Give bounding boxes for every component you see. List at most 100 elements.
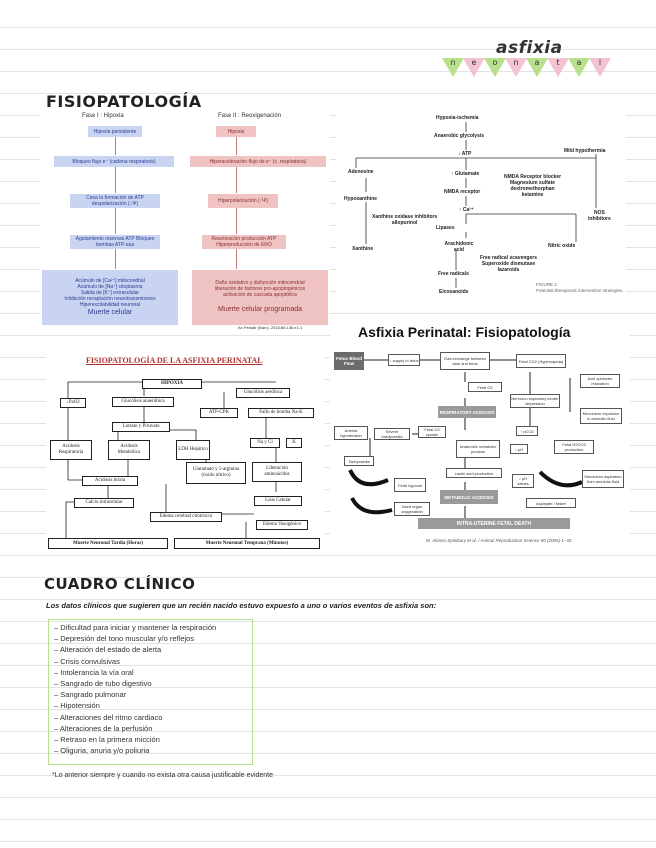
- f2-lipases: Lipases: [436, 225, 455, 231]
- nb-0: NMDA Receptor blocker: [504, 174, 562, 180]
- flag-letter: n: [505, 58, 527, 77]
- f2-calcium: ↑ Ca²⁺: [459, 207, 474, 213]
- f4-b5: RESPIRATORY ACIDOSIS: [438, 406, 496, 418]
- clinical-list: – Dificultad para iniciar y mantener la …: [48, 619, 253, 765]
- flag-letter-text: e: [471, 58, 477, 67]
- box-reactivacion: Reactivación producción ATP Hiperproducc…: [202, 235, 286, 249]
- flag-letter-text: t: [556, 58, 560, 67]
- f4-b0: ↓ supply to fetus: [388, 354, 420, 366]
- f2-glutamate: ↑ Glutamate: [451, 171, 480, 177]
- nb-2: dextromethorphan: [510, 186, 555, 192]
- f3-na-cl: Na y Cl: [250, 438, 280, 448]
- box-hiperpolarizacion: Hiperpolarización (↑Ψ): [208, 194, 278, 208]
- f3-ldh: LDH Hepático: [176, 440, 210, 460]
- f3-acidosis-mixta: Acidosis mixta: [82, 476, 138, 486]
- box-bloqueo-flujo: Bloqueo flujo e⁻ (cadena respiratoria): [54, 156, 174, 167]
- f2-xanthine: Xanthine: [352, 246, 374, 252]
- flag-letter-text: l: [598, 58, 602, 67]
- f3-edema-vaso: Edema Vasogénico: [256, 520, 308, 530]
- f4-b6: Nervous respiratory center depression: [510, 394, 560, 408]
- f3-atp-cpk: ATP-CPK: [200, 408, 238, 418]
- f3-muerte-temprana: Muerte Neuronal Temprana (Minutos): [174, 538, 320, 549]
- box-hiperaceleracion: Hiperaceleración flujo de e⁻ (c. respira…: [190, 156, 326, 167]
- nb-3: ketamine: [521, 192, 544, 198]
- cuadro-note: *Lo anterior siempre y cuando no exista …: [52, 772, 274, 779]
- rf-2: activación de cascada apoptótica: [223, 292, 297, 298]
- f2-xanthine-inhib: Xanthine oxidase inhibitors allopurinol: [372, 214, 437, 226]
- flag-letter: e: [463, 58, 485, 77]
- figure-asfixia-esquema: FISIOPATOLOGÍA DE LA ASFIXIA PERINATAL: [46, 352, 324, 552]
- nb-1: Magnesium sulfate: [510, 180, 556, 186]
- sc-1: Superoxide dismutase: [481, 261, 536, 267]
- f4-b20: Meconium aspiration from amniotic fluid: [582, 470, 624, 488]
- nos-0: NOS: [593, 210, 605, 216]
- f3-muerte-tardia: Muerte Neuronal Tardía (Horas): [48, 538, 168, 549]
- f2-arachidonic: Arachidonic acid: [444, 241, 474, 253]
- list-item: – Alteraciones de la perfusión: [54, 723, 153, 733]
- figure-asfixia-perinatal: Asfixia Perinatal: Fisiopatología: [330, 322, 630, 548]
- f4-b1: Gas exchange between dam and fetus: [440, 352, 490, 370]
- list-item: – Sangrado pulmonar: [54, 690, 127, 700]
- rf-bold: Muerte celular programada: [217, 306, 303, 313]
- flag-letter: t: [547, 58, 569, 77]
- f2-nitric-oxide: Nitric oxide: [548, 243, 576, 249]
- list-item: – Alteración del estado de alerta: [54, 645, 162, 655]
- arrow: [115, 167, 116, 193]
- f3-fallo-bomba: Fallo de bomba Na-K: [248, 408, 314, 418]
- xi-0: Xanthine oxidase inhibitors: [372, 214, 438, 220]
- flag-letter-text: o: [492, 58, 498, 67]
- f4-b22: Used organ oxygenation: [394, 502, 430, 516]
- section-title-cuadro: CUADRO CLÍNICO: [44, 575, 196, 593]
- f3-acidosis-met: Acidosis Metabólica: [108, 440, 150, 460]
- list-item: – Intolerancia la vía oral: [54, 667, 134, 677]
- arrow: [115, 208, 116, 234]
- arrow: [236, 167, 237, 193]
- f2-free-radicals: Free radicals: [438, 271, 469, 277]
- flag-letter: n: [442, 58, 464, 77]
- phase2-label: Fase II : Reoxigenación: [218, 113, 282, 119]
- f4-b21: Aspiryate / faster: [526, 498, 576, 508]
- flag-letter-text: n: [450, 58, 456, 67]
- f3-acidosis-resp: Acidosis Respiratoria: [50, 440, 92, 460]
- list-item: – Oliguria, anuria y/o poliuria: [54, 746, 150, 756]
- fig1-citation: An Pediatr (Barc). 2016;86:136.e1-1: [238, 325, 303, 330]
- flag-letter-text: a: [576, 58, 582, 67]
- f2-anaerobic: Anaerobic glycolysis: [434, 133, 485, 139]
- f4-b17: Fetal hypoxia: [394, 478, 426, 492]
- header-title: asfixia: [496, 38, 563, 58]
- list-item: – Hipotensión: [54, 701, 100, 711]
- f4-start: Fetus Blood Flow: [334, 352, 364, 370]
- f2-atp: ↓ ATP: [458, 151, 472, 157]
- f2-caption: FIGURE 2 Potential therapeutic intervent…: [536, 282, 624, 294]
- sc-2: lazaroids: [497, 267, 520, 273]
- lf-1: Acúmulo de [Na⁺] citoplasma: [77, 284, 143, 290]
- flag-letter: l: [589, 58, 611, 77]
- arrow: [115, 137, 116, 155]
- f3-edema-cit: Edema cerebral citotóxico: [150, 512, 222, 522]
- box-right-final: Daño oxidativo y disfunción mitocondrial…: [192, 270, 328, 325]
- figure-hypoxia-ischemia: Hypoxia-ischemia Anaerobic glycolysis ↓ …: [336, 110, 626, 306]
- f2-adenosine: Adenosine: [348, 169, 374, 175]
- arrow: [115, 249, 116, 269]
- f4-b10: Severe bradycardia: [374, 428, 410, 440]
- lf-2: Salida de [K⁺] extracelular: [80, 290, 140, 296]
- f4-b14: Fetal H2CO3 production: [554, 440, 594, 454]
- phase1-label: Fase I : Hipoxia: [82, 113, 124, 119]
- list-item: – Alteraciones del ritmo cardiaco: [54, 712, 163, 722]
- rf-0: Daño oxidativo y disfunción mitocondrial: [215, 280, 305, 286]
- lf-4: Hiperexcitabilidad neuronal: [79, 302, 141, 308]
- box-hipoxia: Hipoxia: [216, 126, 256, 137]
- f2-top: Hypoxia-ischemia: [436, 115, 479, 121]
- lf-0: Acúmulo de [Ca²⁺] mitocondrial: [75, 278, 145, 284]
- f2-nos: NOS inhibitors: [588, 210, 611, 222]
- nos-1: inhibitors: [588, 216, 611, 222]
- box-cesa-atp: Cesa la formación de ATP despolarización…: [70, 194, 160, 208]
- f3-hipoxia: HIPOXIA: [142, 379, 202, 389]
- f4-b4: Acid sphincter relaxation: [580, 374, 620, 388]
- flag-letter: a: [526, 58, 548, 77]
- f3-pao2: ↓PaO2: [60, 398, 86, 408]
- f3-lactato: Lactato y Piruvato: [112, 422, 170, 432]
- section-title-fisiopatologia: FISIOPATOLOGÍA: [46, 92, 202, 111]
- figure-phases: Fase I : Hipoxia Fase II : Reoxigenación…: [40, 110, 330, 332]
- f4-b11: Fetal O2 uptake: [418, 426, 446, 438]
